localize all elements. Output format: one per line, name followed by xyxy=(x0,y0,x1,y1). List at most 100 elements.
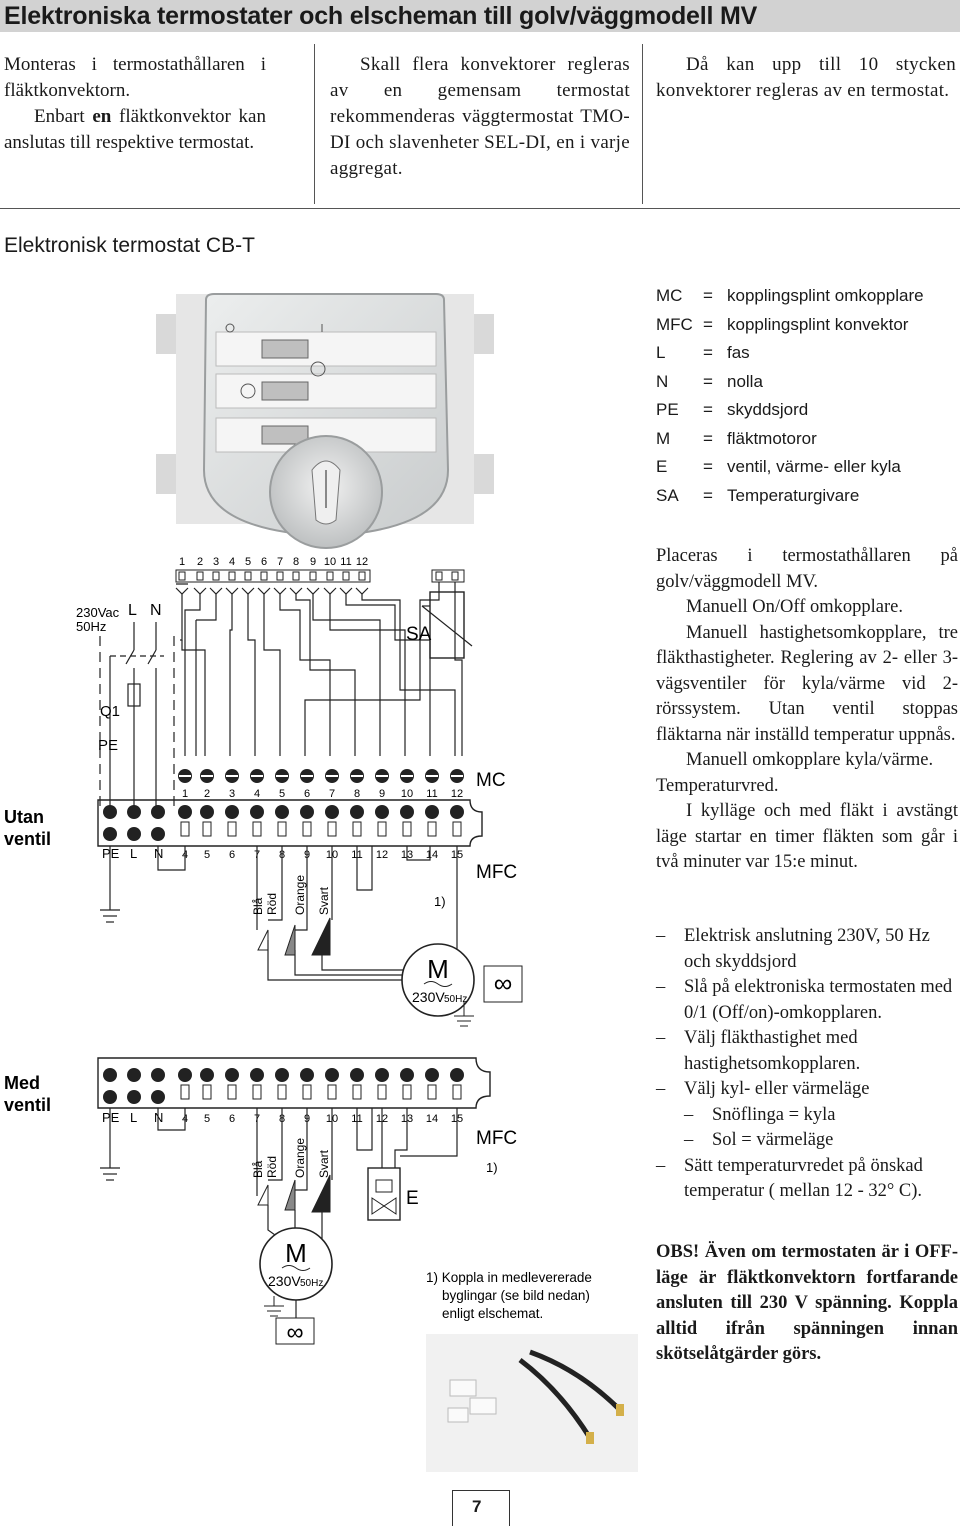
desc-p4: Manuell omkopplare kyla/värme. xyxy=(686,750,934,770)
terminal-number: 1 xyxy=(182,788,188,800)
step-item: –Välj fläkthastighet med hastighetsomkop… xyxy=(656,1028,861,1074)
legend-row: L=fas xyxy=(656,339,924,368)
legend-equals: = xyxy=(703,343,713,362)
legend-abbr: SA xyxy=(656,485,679,505)
desc-p1: Placeras i termostathållaren på golv/väg… xyxy=(656,546,958,592)
legend-equals: = xyxy=(703,457,713,476)
legend-text: fläktmotoror xyxy=(727,428,817,448)
sa-label: SA xyxy=(406,624,432,645)
step-item: –Välj kyl- eller värmeläge xyxy=(656,1079,870,1099)
blue-wire-label: Blå xyxy=(251,897,265,915)
footnote-line: 1) Koppla in medlevererade xyxy=(426,1270,592,1285)
legend-equals: = xyxy=(703,485,713,505)
legend-equals: = xyxy=(703,428,713,448)
with-valve-label: Med xyxy=(4,1073,40,1093)
legend-equals: = xyxy=(703,400,713,419)
terminal-number: 5 xyxy=(204,1113,210,1125)
terminal-number: 7 xyxy=(277,556,283,568)
legend-row: MC=kopplingsplint omkopplare xyxy=(656,282,924,311)
temperature-sensor: SA xyxy=(406,591,473,659)
legend-row: N=nolla xyxy=(656,368,924,397)
jumpers-photo xyxy=(426,1334,638,1472)
desc-p6: I kylläge och med fläkt i avstängt läge … xyxy=(656,801,958,872)
blue-wire-label: Blå xyxy=(251,1160,265,1178)
terminal-number: 10 xyxy=(324,556,336,568)
steps-list: –Elektrisk anslutning 230V, 50 Hz och sk… xyxy=(656,924,958,1205)
off-icon xyxy=(225,323,235,333)
legend-equals: = xyxy=(703,371,713,391)
valve-label: E xyxy=(406,1188,419,1209)
control-wires xyxy=(180,582,463,756)
terminal-number: 8 xyxy=(354,788,360,800)
supply-voltage-label: 230Vac xyxy=(76,605,120,620)
terminal-number: 9 xyxy=(310,556,316,568)
desc-p5: Temperaturvred. xyxy=(656,775,779,796)
title-bar xyxy=(0,0,960,32)
step-item: –Sätt temperaturvredet på önskad tempera… xyxy=(656,1155,923,1202)
terminal-number: 3 xyxy=(213,556,219,568)
motor-label: M xyxy=(285,1238,307,1268)
pe-terminal-label: PE xyxy=(102,1110,120,1125)
legend-text: kopplingsplint konvektor xyxy=(727,314,909,334)
terminal-number: 12 xyxy=(451,788,463,800)
no-valve-label: Utan xyxy=(4,807,44,827)
l-terminal-label: L xyxy=(130,1110,137,1125)
intro-col-3: Då kan upp till 10 stycken konvektorer r… xyxy=(656,52,956,104)
section-heading: Elektronisk termostat CB-T xyxy=(4,234,255,257)
footnote-line: byglingar (se bild nedan) xyxy=(442,1288,590,1303)
legend-abbr: L xyxy=(656,343,666,362)
orange-wire-label: Orange xyxy=(293,875,307,915)
terminal-number: 7 xyxy=(329,788,335,800)
terminal-number: 1 xyxy=(179,556,185,568)
legend-row: E=ventil, värme- eller kyla xyxy=(656,453,924,482)
section-divider xyxy=(0,208,960,209)
n-terminal-label: N xyxy=(154,846,163,861)
intro-col-1-p2: Enbart en fläktkonvektor kan anslutas ti… xyxy=(4,106,266,153)
intro-col-2: Skall flera konvektorer regleras av en g… xyxy=(330,52,630,182)
motor-frequency: 50Hz xyxy=(444,994,467,1005)
phase-label: L xyxy=(128,602,137,619)
terminal-number: 5 xyxy=(204,849,210,861)
terminal-number: 12 xyxy=(376,849,388,861)
terminal-number: 6 xyxy=(304,788,310,800)
motor-voltage: 230V xyxy=(412,989,445,1005)
legend-abbr: MC xyxy=(656,286,683,305)
connector xyxy=(449,1379,477,1397)
terminal-number: 5 xyxy=(279,788,285,800)
legend-abbr: M xyxy=(656,428,671,448)
n-terminal-label: N xyxy=(154,1110,163,1125)
black-wire-label: Svart xyxy=(317,886,331,915)
step-item: –Slå på elektroniska termostaten med 0/1… xyxy=(656,977,953,1023)
with-valve-label: ventil xyxy=(4,1095,51,1115)
intro-col-1-p1: Monteras i termostathållaren i fläktkonv… xyxy=(4,54,266,101)
legend-equals: = xyxy=(703,314,713,334)
legend-text: ventil, värme- eller kyla xyxy=(727,457,901,476)
q1-label: Q1 xyxy=(100,703,120,720)
terminal-number: 6 xyxy=(229,849,235,861)
legend-row: SA=Temperaturgivare xyxy=(656,482,924,511)
fan-motor: M 230V 50Hz ∞ xyxy=(259,1227,333,1346)
wiring-diagram: 1 2 3 4 5 6 7 8 9 10 11 12 xyxy=(4,293,638,1472)
thermostat-terminals: 1 2 3 4 5 6 7 8 9 10 11 12 xyxy=(175,556,465,595)
page-title: Elektroniska termostater och elscheman t… xyxy=(4,2,758,30)
motor-voltage: 230V xyxy=(268,1273,301,1289)
terminal-number: 2 xyxy=(204,788,210,800)
terminal-number: 11 xyxy=(426,788,437,800)
terminal-number: 9 xyxy=(379,788,385,800)
terminal-number: 14 xyxy=(426,849,438,861)
jumper-end xyxy=(616,1404,624,1416)
no-valve-label: ventil xyxy=(4,829,51,849)
jumper-end xyxy=(586,1432,594,1444)
red-wire-label: Röd xyxy=(265,1156,279,1178)
terminal-number: 2 xyxy=(197,556,203,568)
footnote-line: enligt elschemat. xyxy=(442,1306,543,1321)
terminal-number: 14 xyxy=(426,1113,438,1125)
page-number-box xyxy=(452,1490,510,1526)
legend-text: nolla xyxy=(727,371,763,391)
mfc-label: MFC xyxy=(476,1128,517,1149)
mc-label: MC xyxy=(476,770,506,791)
orange-wire-label: Orange xyxy=(293,1138,307,1178)
intro-col-3-p1: Då kan upp till 10 stycken konvektorer r… xyxy=(656,54,956,101)
terminal-number: 11 xyxy=(340,556,351,568)
